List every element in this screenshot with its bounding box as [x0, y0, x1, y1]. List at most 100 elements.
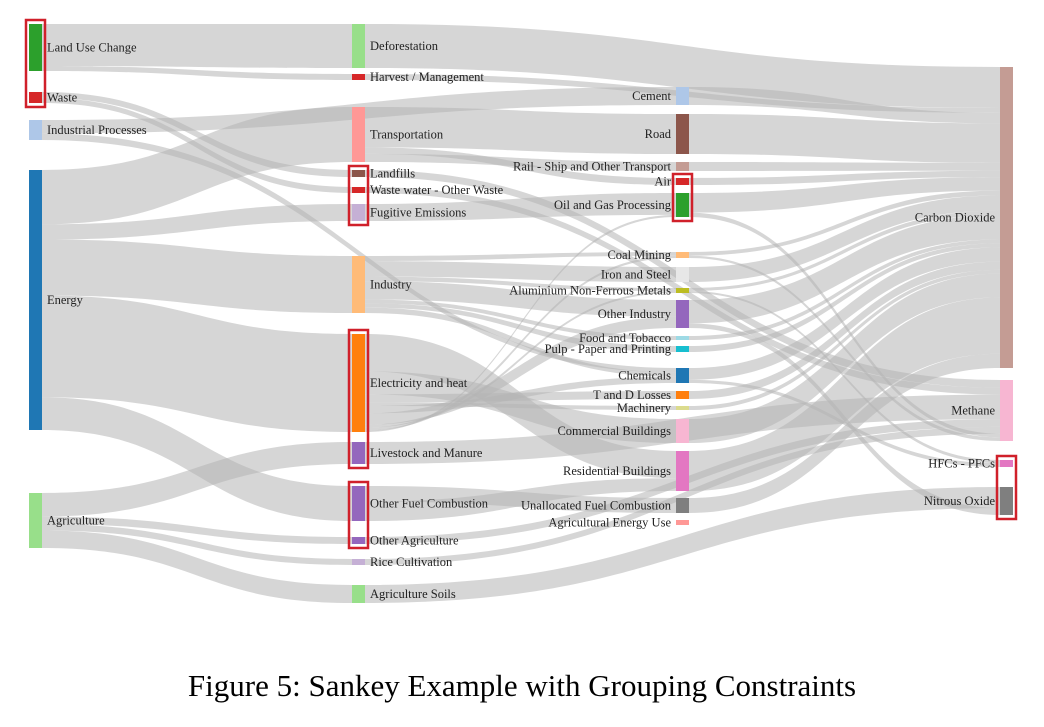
node-commercial — [676, 419, 689, 443]
label-energy: Energy — [47, 293, 84, 307]
link-industry-to-otherind — [365, 281, 676, 317]
node-food — [676, 336, 689, 340]
node-otherfuel — [352, 486, 365, 521]
node-pulp — [676, 346, 689, 352]
node-waste — [29, 92, 42, 103]
link-luc-to-deforest — [42, 24, 352, 68]
node-rice — [352, 559, 365, 565]
node-landfills — [352, 170, 365, 177]
label-otherind: Other Industry — [598, 307, 672, 321]
label-harvest: Harvest / Management — [370, 70, 484, 84]
sankey-links — [42, 24, 1000, 603]
label-chem: Chemicals — [618, 369, 671, 383]
link-unalloc-to-co2 — [689, 353, 1000, 513]
link-chem-to-hfc — [689, 379, 1000, 467]
node-industry — [352, 256, 365, 313]
label-waste: Waste — [47, 91, 78, 105]
node-n2o — [1000, 487, 1013, 515]
label-soils: Agriculture Soils — [370, 587, 456, 601]
link-air-to-co2 — [689, 170, 1000, 185]
node-chem — [676, 368, 689, 383]
node-elec — [352, 334, 365, 432]
group-box-elec-livestock — [347, 328, 370, 470]
link-rice-to-ch4 — [365, 426, 1000, 565]
link-ironsteel-to-co2 — [689, 195, 1000, 282]
link-transport-to-rail — [365, 153, 676, 171]
node-air — [676, 178, 689, 185]
label-fugitive: Fugitive Emissions — [370, 206, 466, 220]
link-chem-to-co2 — [689, 247, 1000, 380]
link-energy-to-fugitive — [42, 204, 352, 240]
link-industry-to-coal — [365, 252, 676, 262]
link-pulp-to-co2 — [689, 243, 1000, 352]
node-wastewater — [352, 187, 365, 193]
link-food-to-co2 — [689, 239, 1000, 340]
link-cement-to-co2 — [689, 87, 1000, 124]
node-soils — [352, 585, 365, 603]
node-otherind — [676, 300, 689, 328]
label-residential: Residential Buildings — [563, 464, 671, 478]
link-elec-to-oilgas — [365, 214, 676, 432]
label-n2o: Nitrous Oxide — [924, 494, 996, 508]
group-box-hfc-n2o — [995, 454, 1018, 521]
link-deforest-to-co2 — [365, 24, 1000, 108]
node-coal — [676, 252, 689, 258]
node-agrienergy — [676, 520, 689, 525]
node-tdloss — [676, 391, 689, 399]
node-deforest — [352, 24, 365, 68]
group-constraint-boxes — [24, 18, 1018, 550]
node-luc — [29, 24, 42, 71]
label-transport: Transportation — [370, 128, 444, 142]
label-oilgas: Oil and Gas Processing — [554, 198, 672, 212]
link-energy-to-otherfuel — [42, 397, 352, 521]
group-box-luc-waste — [24, 18, 47, 109]
label-deforest: Deforestation — [370, 39, 439, 53]
link-elec-to-coal — [365, 255, 676, 431]
link-soils-to-n2o — [365, 487, 1000, 603]
link-commercial-to-co2 — [689, 273, 1000, 443]
node-hfc — [1000, 460, 1013, 467]
label-livestock: Livestock and Manure — [370, 446, 483, 460]
label-hfc: HFCs - PFCs — [928, 457, 995, 471]
label-otheragri: Other Agriculture — [370, 534, 459, 548]
label-agrienergy: Agricultural Energy Use — [548, 516, 671, 530]
link-road-to-co2 — [689, 114, 1000, 163]
link-oilgas-to-co2 — [689, 177, 1000, 213]
link-elec-to-aluminium — [365, 291, 676, 428]
node-residential — [676, 451, 689, 491]
label-commercial: Commercial Buildings — [557, 424, 671, 438]
node-cement — [676, 87, 689, 105]
label-luc: Land Use Change — [47, 41, 137, 55]
link-industry-to-food — [365, 299, 676, 340]
link-energy-to-elec — [42, 295, 352, 432]
link-energy-to-industry — [42, 239, 352, 313]
link-luc-to-harvest — [42, 65, 352, 80]
node-otheragri — [352, 537, 365, 544]
link-aluminium-to-co2 — [689, 210, 1000, 291]
group-box-waste-subsectors — [347, 164, 370, 227]
link-agri-to-livestock — [42, 442, 352, 517]
group-box-fuel-agri — [347, 480, 370, 550]
label-ch4: Methane — [951, 404, 995, 418]
group-box-air-oilgas — [671, 172, 694, 223]
label-aluminium: Aluminium Non-Ferrous Metals — [509, 284, 671, 298]
node-aluminium — [676, 288, 689, 293]
link-oilgas-to-ch4 — [689, 212, 1000, 438]
node-co2 — [1000, 67, 1013, 368]
link-tdloss-to-co2 — [689, 261, 1000, 399]
link-transport-to-road — [365, 107, 676, 154]
node-fugitive — [352, 204, 365, 221]
label-industry: Industry — [370, 278, 412, 292]
label-agri: Agriculture — [47, 514, 105, 528]
link-rail-to-co2 — [689, 162, 1000, 171]
link-industry-to-aluminium — [365, 276, 676, 291]
link-industry-to-pulp — [365, 303, 676, 352]
node-transport — [352, 107, 365, 162]
node-machinery — [676, 406, 689, 410]
link-residential-to-co2 — [689, 297, 1000, 491]
figure-caption: Figure 5: Sankey Example with Grouping C… — [187, 668, 857, 703]
label-ironsteel: Iron and Steel — [601, 268, 672, 282]
label-wastewater: Waste water - Other Waste — [370, 183, 504, 197]
